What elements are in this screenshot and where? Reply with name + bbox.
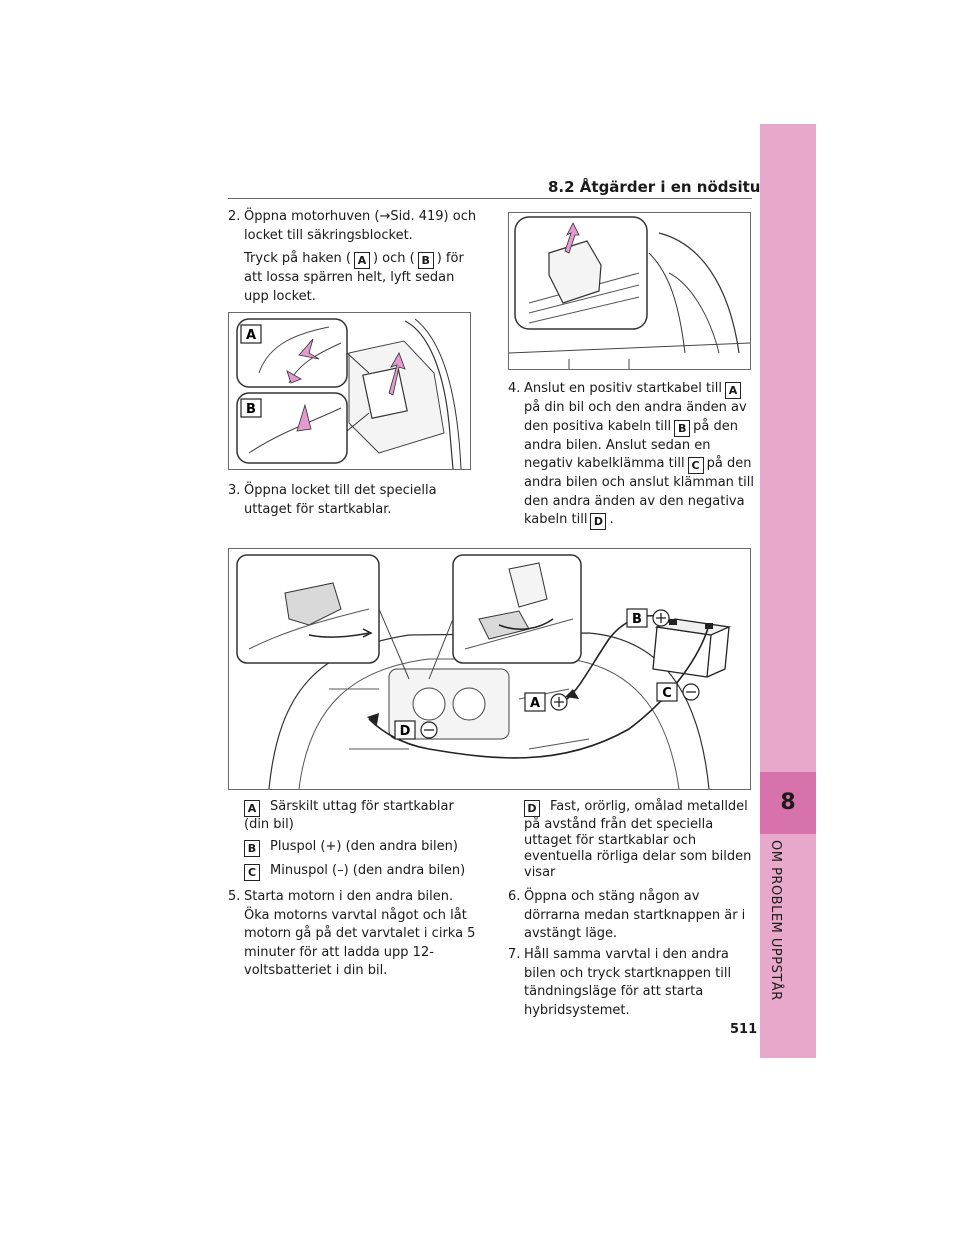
step-text: Öppna och stäng någon av dörrarna medan … [524,889,746,941]
step-7: 7. Håll samma varvtal i den andra bilen … [508,946,754,1020]
step-number: 4. [508,381,521,396]
step-2: 2. Öppna motorhuven (→Sid. 419) och lock… [228,208,478,306]
step-text: Starta motorn i den andra bilen. Öka mot… [244,889,476,978]
key-b: B [674,419,691,437]
fuse-box-illustration: A B [236,318,462,469]
legend-key-a: A [244,800,260,817]
key-a: A [353,252,370,269]
cover-illustration [509,216,750,369]
chapter-title-vertical: OM PROBLEM UPPSTÅR [768,840,808,1020]
fig3-label-b: B [632,612,642,627]
step-number: 6. [508,889,521,904]
figure-jump-start-cover [508,212,751,370]
fig3-label-a: A [530,696,540,711]
step-subtext: Tryck på haken (A) och (B) för att lossa… [244,251,464,304]
section-title: 8.2 Åtgärder i en nödsituation [548,178,804,196]
engine-bay-illustration: B C A D [236,554,732,789]
legend-text: Minuspol (–) (den andra bilen) [270,863,466,878]
figure-fuse-box-latches: A B [228,312,471,470]
step-3: 3. Öppna locket till det speciella uttag… [228,482,478,519]
legend-text: Fast, orörlig, omålad metalldel på avstå… [524,799,752,880]
figure-engine-bay-connection: B C A D [228,548,751,790]
chapter-number: 8 [780,790,796,815]
step-number: 2. [228,209,241,224]
legend-key-d: D [524,800,540,817]
legend-key-c: C [244,864,260,881]
step-text: Öppna locket till det speciella uttaget … [244,483,437,517]
legend-item-c: C Minuspol (–) (den andra bilen) [244,863,478,881]
step-5: 5. Starta motorn i den andra bilen. Öka … [228,888,478,981]
chapter-side-tab [760,124,816,1058]
step-number: 7. [508,947,521,962]
chapter-number-tab[interactable]: 8 [760,772,816,834]
step-text: Öppna motorhuven (→Sid. 419) och locket … [244,209,477,243]
fig1-label-a: A [246,328,256,343]
fig3-label-c: C [662,686,672,701]
step-text: Håll samma varvtal i den andra bilen och… [524,947,732,1018]
legend-text: Särskilt uttag för startkablar (din bil) [244,799,454,832]
fig1-label-b: B [246,402,256,417]
fig3-label-d: D [400,724,411,739]
page-number: 511 [730,1022,758,1037]
step-number: 5. [228,889,241,904]
header-divider [228,198,752,199]
chapter-title: OM PROBLEM UPPSTÅR [768,840,783,1001]
key-a: A [724,382,741,399]
legend-item-b: B Pluspol (+) (den andra bilen) [244,839,478,857]
key-c: C [687,457,704,474]
step-6: 6. Öppna och stäng någon av dörrarna med… [508,888,754,944]
legend-text: Pluspol (+) (den andra bilen) [270,839,458,854]
key-d: D [590,513,607,530]
step-number: 3. [228,483,241,498]
key-b: B [417,252,434,269]
legend-key-b: B [244,840,260,857]
